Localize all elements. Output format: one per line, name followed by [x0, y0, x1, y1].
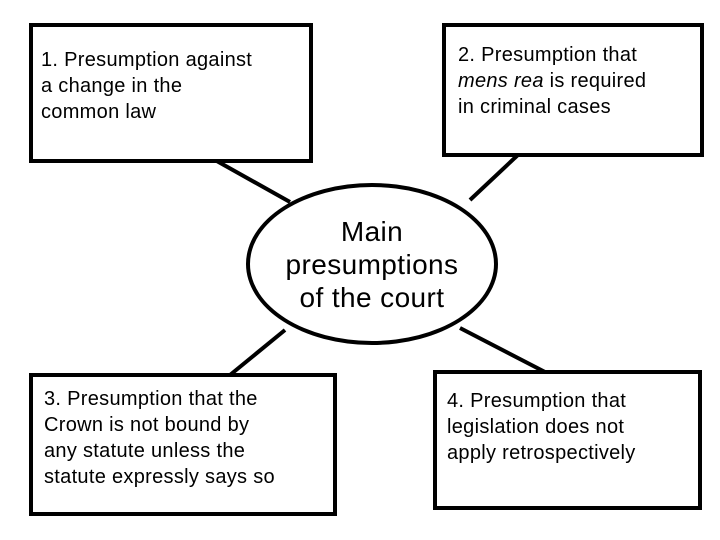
hub-line-3: of the court: [299, 281, 445, 313]
box-3-line-3: any statute unless the: [44, 440, 246, 462]
box-4-line-1: 4. Presumption that: [447, 390, 627, 412]
box-3-line-1: 3. Presumption that the: [44, 388, 258, 410]
connector-hub-to-box-1: [214, 158, 291, 204]
connector-hub-to-box-4: [459, 326, 546, 374]
connector-hub-to-box-3: [228, 328, 287, 377]
box-1-line-1: 1. Presumption against: [41, 49, 253, 71]
box-4-line-2: legislation does not: [447, 416, 625, 438]
box-4-line-3: apply retrospectively: [447, 442, 636, 464]
central-topic-ellipse: Main presumptions of the court: [246, 183, 498, 345]
presumption-box-4: 4. Presumption that legislation does not…: [433, 370, 702, 510]
hub-line-2: presumptions: [285, 248, 459, 280]
box-2-line-2: mens rea is required: [458, 70, 647, 92]
box-1-line-3: common law: [41, 101, 157, 123]
box-1-line-2: a change in the: [41, 75, 183, 97]
box-2-line-1: 2. Presumption that: [458, 44, 638, 66]
box-3-line-4: statute expressly says so: [44, 466, 275, 488]
connector-hub-to-box-2: [468, 151, 522, 202]
presumption-box-3: 3. Presumption that the Crown is not bou…: [29, 373, 337, 516]
hub-line-1: Main: [340, 215, 404, 247]
presumption-box-1: 1. Presumption against a change in the c…: [29, 23, 313, 163]
box-3-line-2: Crown is not bound by: [44, 414, 250, 436]
mens-rea-term: mens rea: [458, 70, 544, 92]
presumption-box-2: 2. Presumption that mens rea is required…: [442, 23, 704, 157]
box-2-line-3: in criminal cases: [458, 96, 611, 118]
